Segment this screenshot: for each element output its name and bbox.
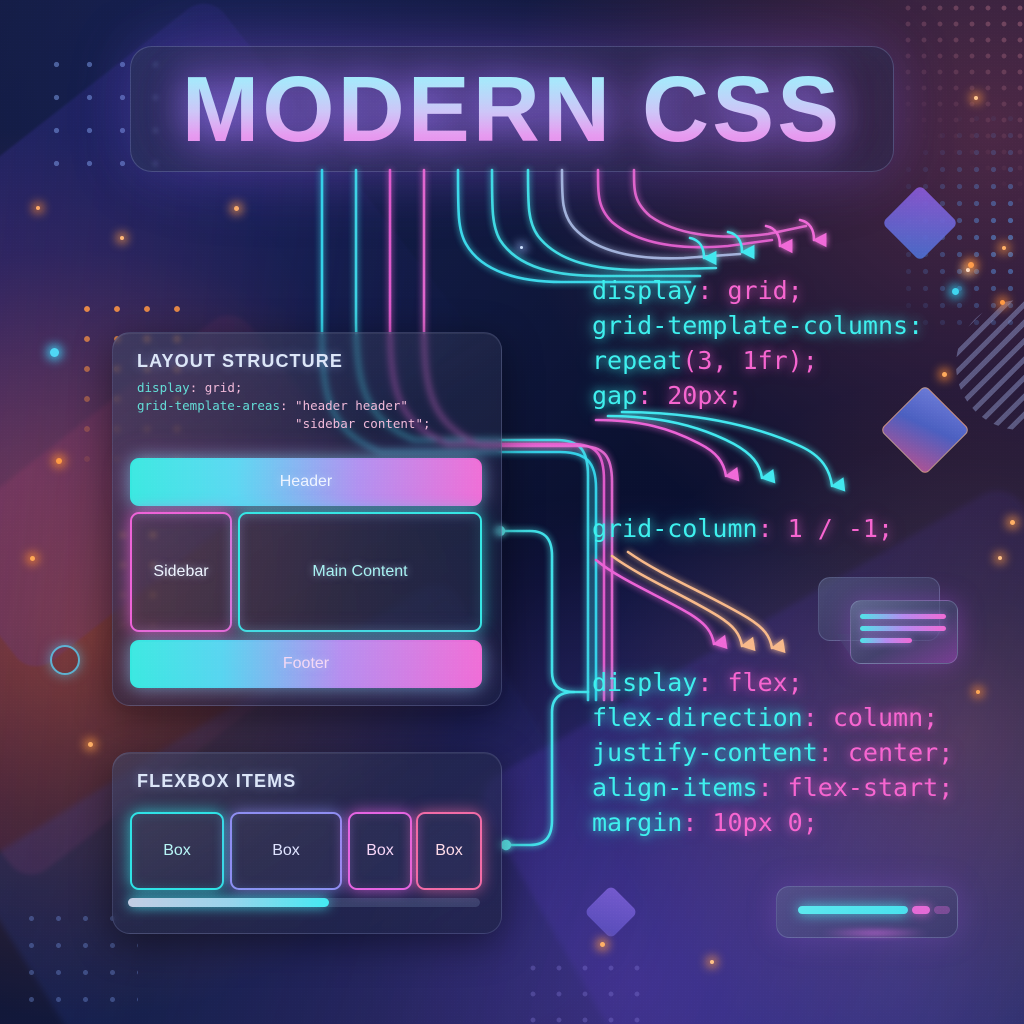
glow-dot xyxy=(120,236,124,240)
glow-dot xyxy=(966,268,970,272)
glow-dot xyxy=(1010,520,1015,525)
css-property: display xyxy=(137,380,190,395)
layout-panel-code: display: grid; grid-template-areas: "hea… xyxy=(137,379,431,433)
glow-dot xyxy=(56,458,62,464)
css-value: : 20px; xyxy=(637,381,743,410)
flexbox-item-label: Box xyxy=(163,842,191,859)
chat-bubble-tail xyxy=(836,634,852,658)
css-value: : flex; xyxy=(697,668,803,697)
flexbox-item-label: Box xyxy=(366,842,394,859)
css-property: grid-template-columns xyxy=(592,311,909,340)
css-value: : grid; xyxy=(189,380,243,395)
flexbox-item-box[interactable]: Box xyxy=(348,812,412,890)
flexbox-item-box[interactable]: Box xyxy=(416,812,482,890)
flexbox-item-box[interactable]: Box xyxy=(130,812,224,890)
css-property: align-items xyxy=(592,773,758,802)
glow-dot xyxy=(952,288,959,295)
css-property: gap xyxy=(592,381,638,410)
glow-dot xyxy=(234,206,239,211)
glow-dot xyxy=(942,372,947,377)
css-value: : 1 / -1; xyxy=(757,514,894,543)
flex-code-block: display: flex; flex-direction: column; j… xyxy=(592,665,953,840)
css-property: grid-template-areas xyxy=(137,398,280,413)
glow-dot xyxy=(1000,300,1005,305)
css-colon: : xyxy=(908,311,924,340)
glow-dot xyxy=(88,742,93,747)
layout-box-footer[interactable]: Footer xyxy=(130,640,482,688)
layout-box-header[interactable]: Header xyxy=(130,458,482,506)
layout-box-main-label: Main Content xyxy=(312,563,408,580)
flexbox-item-label: Box xyxy=(272,842,300,859)
css-function: repeat xyxy=(592,346,683,375)
layout-box-sidebar[interactable]: Sidebar xyxy=(130,512,232,632)
css-value: : flex-start; xyxy=(757,773,954,802)
progress-card-segment xyxy=(912,906,930,914)
css-value: : 10px 0; xyxy=(682,808,818,837)
layout-panel-heading: LAYOUT STRUCTURE xyxy=(137,351,343,371)
css-value: : grid; xyxy=(697,276,803,305)
glow-dot xyxy=(30,556,35,561)
glow-dot xyxy=(710,960,714,964)
flexbox-progress-track[interactable] xyxy=(128,898,480,907)
css-property: display xyxy=(592,276,698,305)
layout-box-header-label: Header xyxy=(279,473,333,490)
glow-dot xyxy=(600,942,605,947)
css-value: : "header header" xyxy=(280,398,408,413)
layout-box-sidebar-label: Sidebar xyxy=(153,563,209,580)
css-property: flex-direction xyxy=(592,703,803,732)
css-property: grid-column xyxy=(592,514,758,543)
chat-content-line xyxy=(860,626,946,631)
flexbox-panel-heading: FLEXBOX ITEMS xyxy=(137,771,297,791)
css-property: display xyxy=(592,668,698,697)
css-value: : column; xyxy=(802,703,939,732)
chat-content-line xyxy=(860,614,946,619)
page-title: MODERN CSS xyxy=(181,56,843,161)
glow-dot xyxy=(1002,246,1006,250)
css-value: "sidebar content"; xyxy=(137,416,431,431)
glow-dot xyxy=(976,690,980,694)
flexbox-item-box[interactable]: Box xyxy=(230,812,342,890)
ring-decoration xyxy=(50,645,80,675)
flexbox-item-label: Box xyxy=(435,842,463,859)
css-property: justify-content xyxy=(592,738,818,767)
css-value: : center; xyxy=(817,738,954,767)
chat-bubble-front xyxy=(850,600,958,664)
grid-column-code-block: grid-column: 1 / -1; xyxy=(592,511,893,546)
progress-card-glow xyxy=(820,928,930,938)
dot-grid-pattern xyxy=(520,955,650,1024)
progress-card-segment xyxy=(934,906,950,914)
chat-content-line xyxy=(860,638,912,643)
glow-dot xyxy=(36,206,40,210)
grid-code-block: display: grid; grid-template-columns: re… xyxy=(592,273,923,413)
css-property: margin xyxy=(592,808,683,837)
glow-dot xyxy=(50,348,59,357)
flexbox-progress-fill xyxy=(128,898,329,907)
css-value: (3, 1fr); xyxy=(682,346,818,375)
layout-box-footer-label: Footer xyxy=(282,655,330,672)
glow-dot xyxy=(998,556,1002,560)
progress-card-fill xyxy=(798,906,908,914)
layout-box-main-content[interactable]: Main Content xyxy=(238,512,482,632)
glow-dot xyxy=(968,262,974,268)
glow-dot xyxy=(974,96,978,100)
